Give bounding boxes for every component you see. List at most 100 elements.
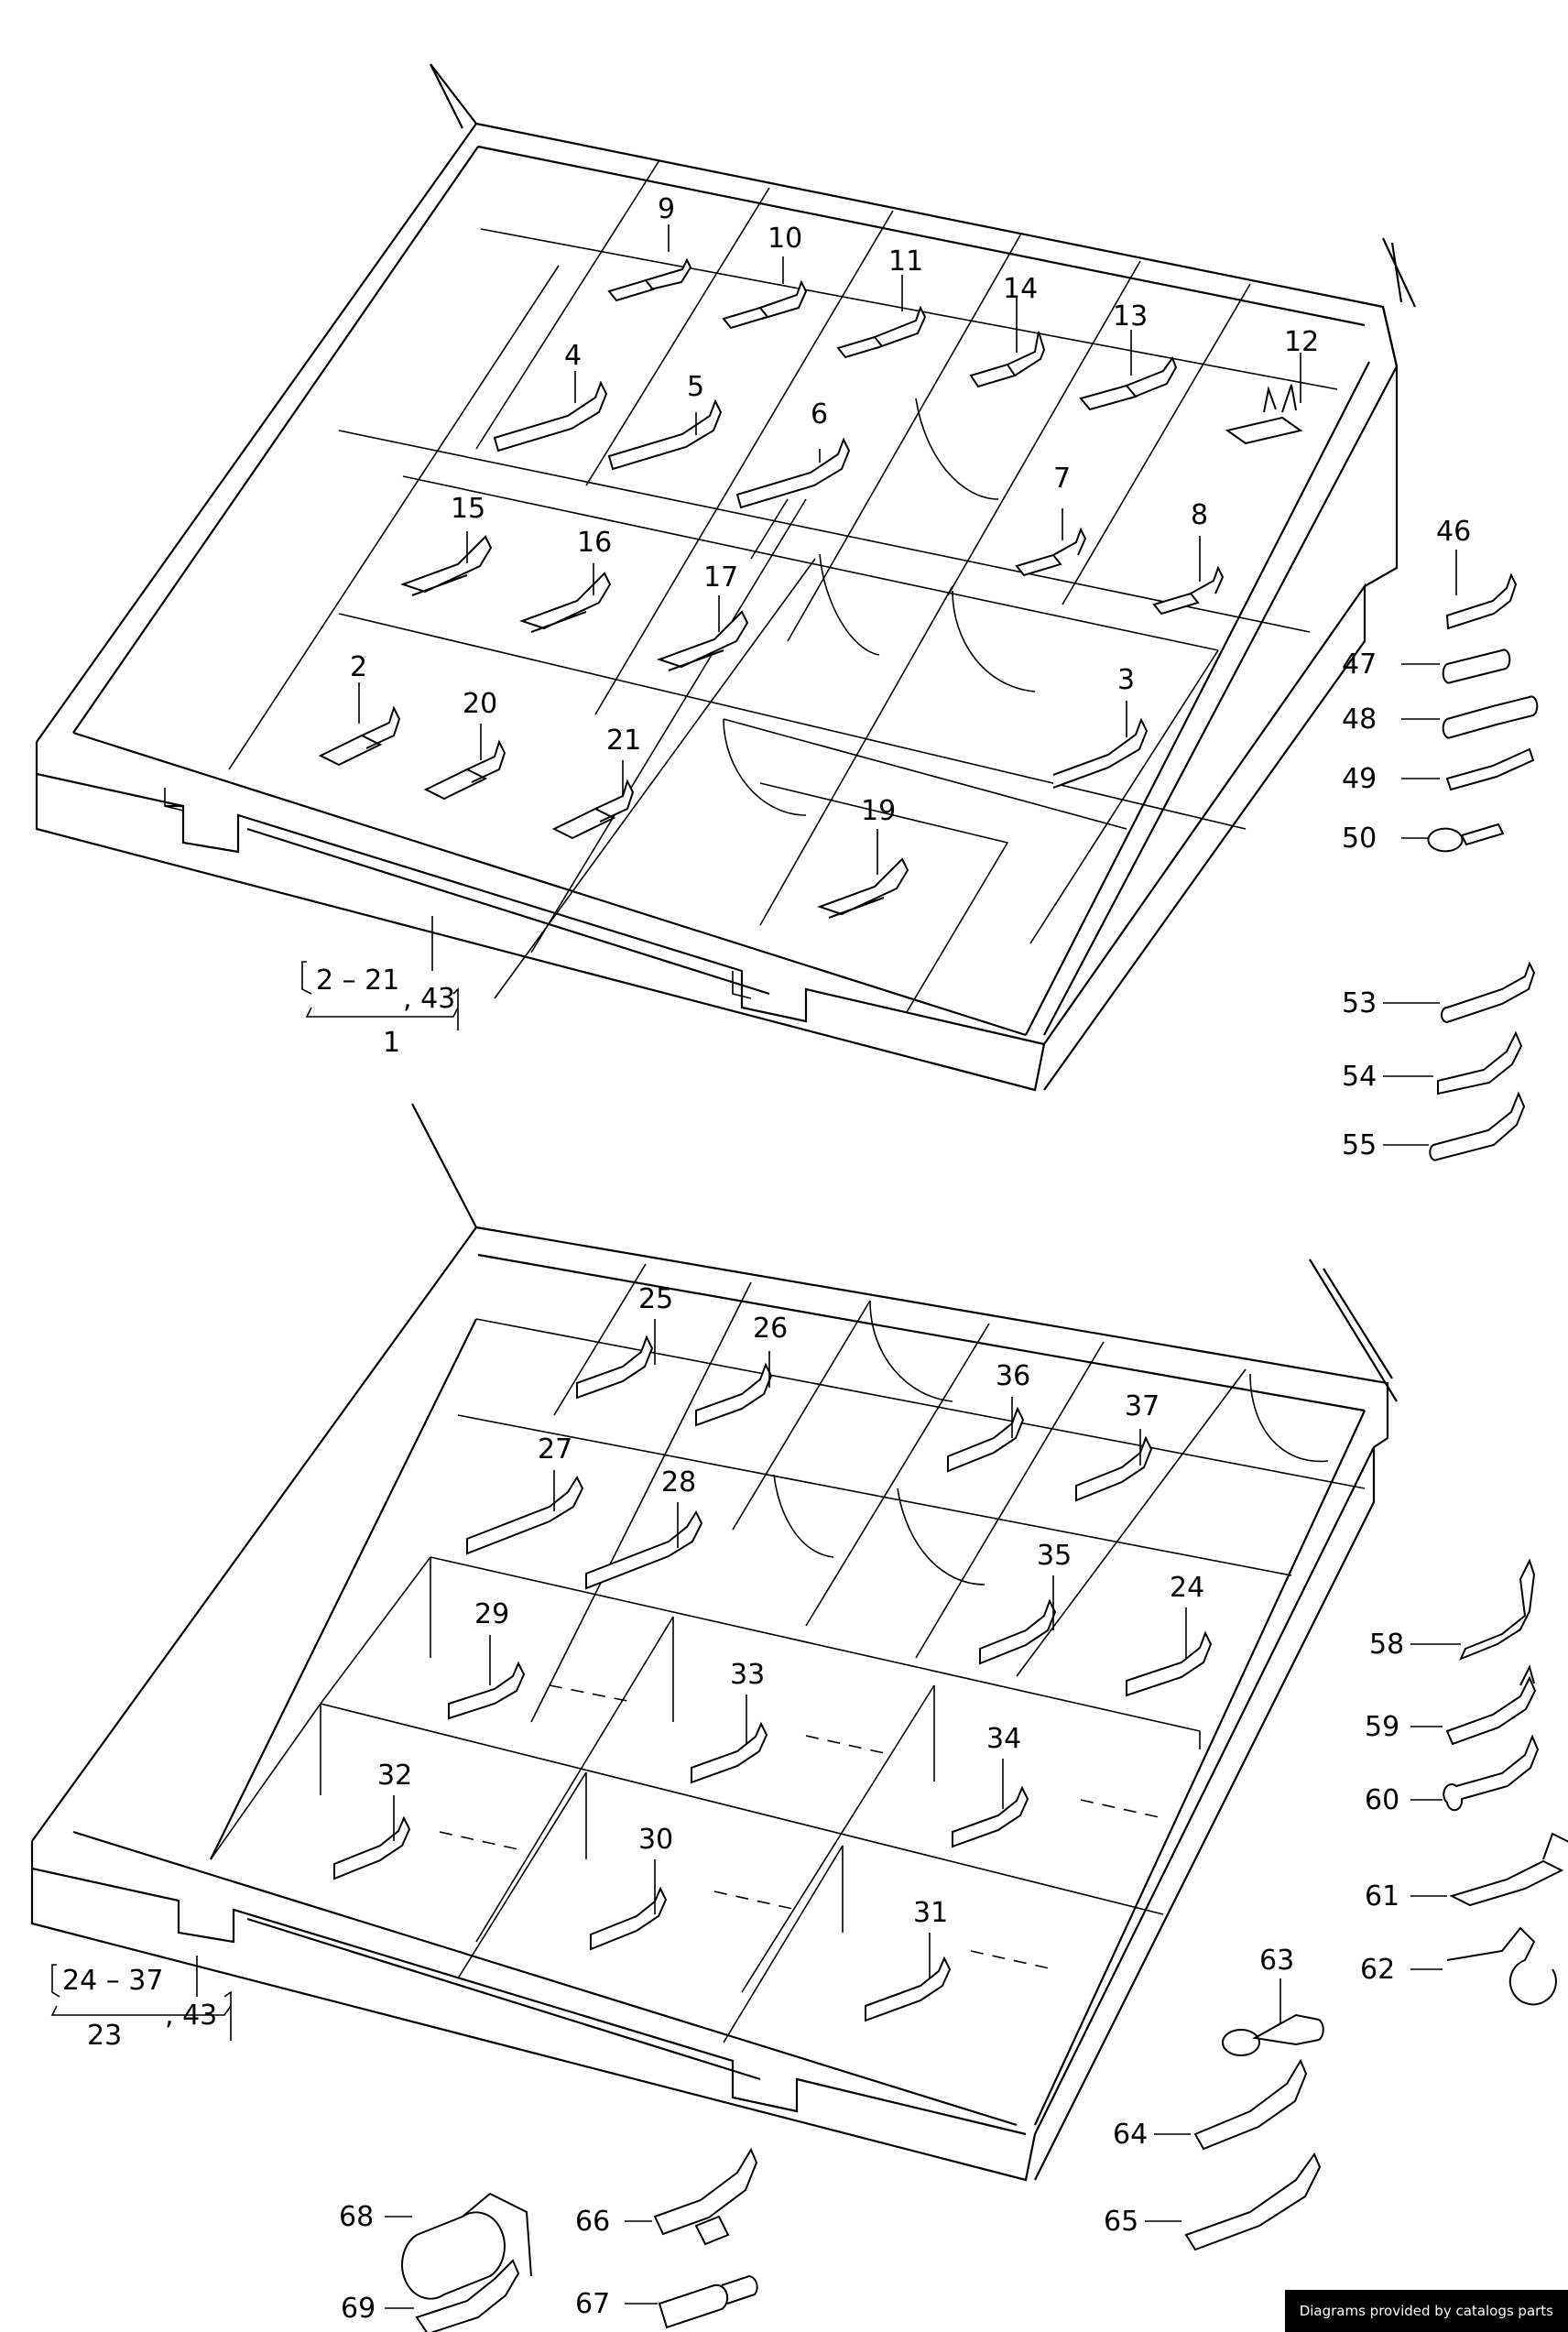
terminal-34 [952,1785,1029,1848]
terminal-16 [518,572,612,633]
terminal-33 [691,1721,768,1784]
callout-36: 36 [996,1360,1030,1392]
terminal-21 [551,779,635,840]
terminal-9 [607,257,692,302]
connector-48 [1442,695,1539,739]
group1-extra: , 43 [403,983,455,1015]
callout-61: 61 [1365,1880,1399,1912]
callout-25: 25 [638,1283,673,1315]
callout-29: 29 [474,1598,509,1630]
callout-31: 31 [913,1897,948,1929]
callout-27: 27 [538,1433,572,1466]
callout-65: 65 [1104,2206,1138,2238]
callout-63: 63 [1259,1945,1294,1977]
terminal-11 [836,305,927,359]
callout-2: 2 [350,651,367,683]
terminal-25 [576,1335,654,1400]
callout-8: 8 [1191,499,1208,531]
callout-7: 7 [1053,463,1071,495]
terminal-58 [1459,1558,1536,1661]
terminal-13 [1079,355,1178,411]
terminal-37 [1075,1435,1153,1502]
ring-terminal-63 [1221,2013,1324,2056]
callout-66: 66 [575,2206,610,2238]
callout-35: 35 [1037,1540,1072,1572]
callout-13: 13 [1113,300,1148,332]
callout-49: 49 [1342,763,1377,795]
callout-53: 53 [1342,987,1377,1019]
callout-15: 15 [451,493,485,525]
callout-37: 37 [1125,1390,1160,1422]
terminal-20 [423,739,506,801]
callout-26: 26 [753,1313,788,1345]
terminal-5 [607,398,723,471]
callout-47: 47 [1342,648,1377,681]
callout-12: 12 [1284,326,1319,358]
callout-64: 64 [1113,2119,1148,2151]
terminal-31 [865,1956,952,2022]
ring-terminal-50 [1427,823,1505,853]
callout-16: 16 [577,527,612,559]
terminal-54 [1437,1030,1523,1095]
callout-67: 67 [575,2288,610,2320]
terminal-24 [1126,1630,1213,1697]
callout-48: 48 [1342,703,1377,736]
callout-58: 58 [1369,1629,1404,1661]
terminal-6 [735,437,851,509]
terminal-46 [1445,572,1518,630]
group23-id: 23 [87,2020,122,2052]
callout-50: 50 [1342,823,1377,855]
callout-3: 3 [1117,664,1135,696]
callout-62: 62 [1360,1954,1395,1986]
terminal-4 [493,380,608,452]
callout-4: 4 [564,340,582,372]
bracket-61 [1449,1832,1568,1907]
terminal-12 [1225,384,1303,445]
upper-assortment-case [35,63,1416,1092]
terminal-69 [415,2259,520,2332]
callout-11: 11 [888,245,923,278]
callout-59: 59 [1365,1711,1399,1743]
group1-range: 2 – 21 [316,964,399,997]
connector-66 [653,2147,758,2246]
upper-parts [318,257,1303,919]
callout-54: 54 [1342,1061,1377,1093]
callout-60: 60 [1365,1784,1399,1816]
plug-67 [658,2274,758,2329]
callout-20: 20 [463,688,497,720]
terminal-17 [656,610,749,671]
pin-55 [1429,1091,1526,1161]
terminal-60 [1443,1734,1540,1812]
terminal-2 [318,705,401,767]
loose-parts [401,572,1568,2332]
terminal-15 [399,535,493,596]
terminal-64 [1193,2058,1308,2151]
terminal-28 [585,1509,703,1590]
callout-21: 21 [606,725,641,757]
callout-14: 14 [1003,273,1038,305]
terminal-26 [695,1362,773,1427]
terminal-35 [979,1598,1057,1665]
lower-assortment-case [30,1103,1398,2182]
callouts: 9 10 11 14 13 12 4 5 6 7 8 15 16 17 3 2 … [62,193,1471,2325]
terminal-14 [969,331,1046,388]
terminal-29 [448,1661,526,1720]
terminal-30 [590,1886,668,1951]
callout-55: 55 [1342,1129,1377,1161]
terminal-65 [1184,2152,1322,2251]
callout-5: 5 [687,371,704,403]
callout-69: 69 [341,2293,376,2325]
callout-6: 6 [811,398,828,430]
lower-parts [333,1335,1213,2022]
callout-17: 17 [703,561,738,594]
terminal-7 [1015,527,1087,577]
callout-10: 10 [768,223,802,255]
cap-68 [401,2192,532,2300]
terminal-3 [1052,717,1149,789]
group1-id: 1 [383,1027,400,1059]
callout-46: 46 [1436,516,1471,548]
group23-range: 24 – 37 [62,1965,163,1997]
callout-24: 24 [1170,1572,1204,1604]
connector-49 [1445,747,1535,791]
